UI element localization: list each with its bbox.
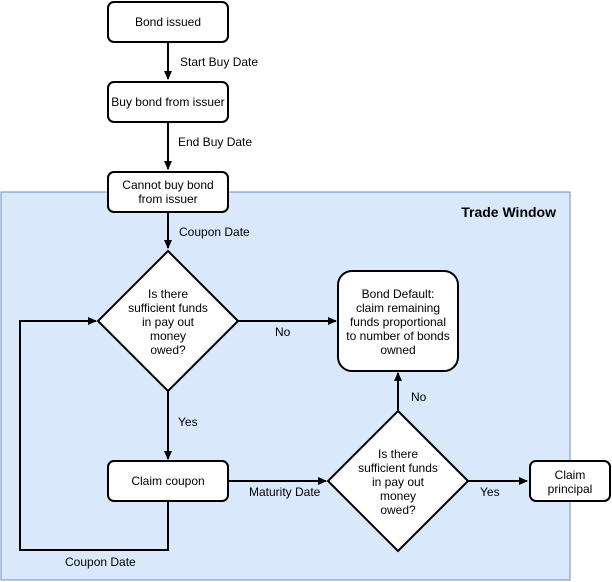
node-label-line: money: [380, 489, 416, 503]
node-label-line: owned: [380, 343, 415, 357]
node-bond-issued: [107, 1, 229, 43]
node-claim-coupon-label: Claim coupon: [131, 474, 204, 488]
node-label-line: sufficient funds: [358, 461, 438, 475]
node-label-line: owed?: [380, 503, 416, 517]
label-yes-coupon: Yes: [178, 415, 198, 429]
node-label-line: Is there: [378, 447, 418, 461]
node-label-line: in pay out: [372, 475, 425, 489]
node-decision-maturity: [326, 409, 470, 553]
label-no-maturity: No: [411, 390, 427, 404]
node-label-line: to number of bonds: [346, 329, 449, 343]
node-label-line: in pay out: [142, 315, 195, 329]
label-coupon-date-loop: Coupon Date: [65, 555, 136, 569]
nodes: Bond issued Buy bond from issuer Cannot …: [96, 1, 611, 553]
node-claim-coupon: [107, 460, 229, 502]
label-no-default: No: [275, 325, 291, 339]
node-label-line: sufficient funds: [128, 301, 208, 315]
node-cannot-buy: [107, 171, 229, 213]
label-yes-principal: Yes: [480, 485, 500, 499]
trade-window-title: Trade Window: [461, 204, 556, 220]
edge-coupon-loop: [19, 317, 169, 551]
node-buy-bond-label: Buy bond from issuer: [111, 95, 224, 109]
node-buy-bond: [107, 81, 229, 123]
label-start-buy-date: Start Buy Date: [180, 55, 258, 69]
node-claim-principal: [529, 460, 611, 502]
node-bond-default: [337, 270, 459, 372]
node-label-line: Claim coupon: [131, 474, 204, 488]
label-end-buy-date: End Buy Date: [178, 135, 252, 149]
trade-window: Trade Window: [0, 191, 571, 581]
node-label-line: Bond Default:: [362, 287, 435, 301]
node-label-line: owed?: [150, 343, 186, 357]
node-label-line: Cannot buy bond: [122, 178, 213, 192]
node-label-line: money: [150, 329, 186, 343]
edge-labels: Start Buy Date End Buy Date Coupon Date …: [65, 55, 500, 569]
node-label-line: Bond issued: [135, 15, 201, 29]
node-bond-issued-label: Bond issued: [135, 15, 201, 29]
label-maturity-date: Maturity Date: [249, 485, 321, 499]
node-label-line: principal: [548, 482, 593, 496]
node-label-line: Buy bond from issuer: [111, 95, 224, 109]
node-label-line: Is there: [148, 287, 188, 301]
node-label-line: Claim: [555, 468, 586, 482]
node-label-line: claim remaining: [356, 301, 440, 315]
edges: [19, 42, 528, 551]
node-label-line: from issuer: [138, 192, 197, 206]
node-label-line: funds proportional: [350, 315, 446, 329]
node-decision-coupon: [96, 249, 240, 393]
trade-window-area: [0, 191, 571, 581]
label-coupon-date-top: Coupon Date: [179, 225, 250, 239]
